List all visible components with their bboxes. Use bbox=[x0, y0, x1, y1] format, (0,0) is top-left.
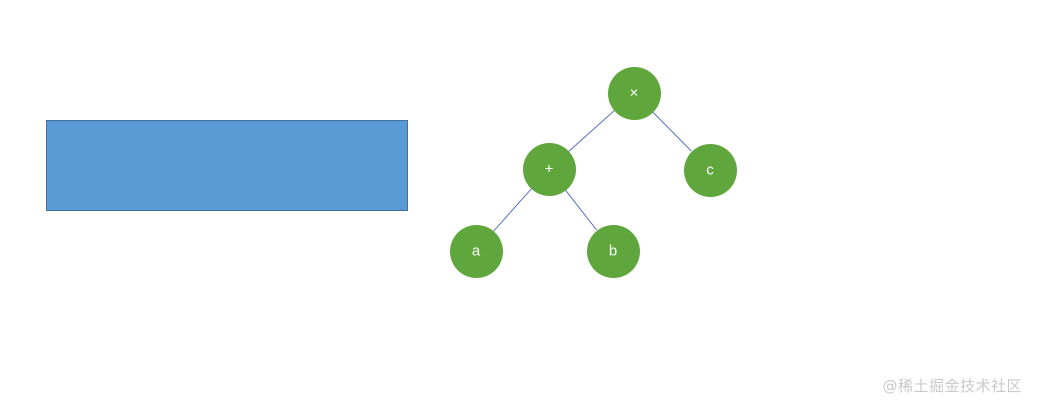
tree-node-label: c bbox=[706, 161, 714, 178]
tree-node-a[interactable]: a bbox=[449, 224, 503, 278]
tree-edge-root-c bbox=[652, 111, 692, 152]
tree-edge-plus-b bbox=[564, 189, 598, 231]
tree-edge-plus-a bbox=[493, 188, 532, 232]
blue-rectangle[interactable] bbox=[46, 120, 408, 211]
watermark: @稀土掘金技术社区 bbox=[882, 377, 1022, 395]
tree-node-plus[interactable]: + bbox=[522, 142, 576, 196]
tree-node-label: × bbox=[629, 84, 639, 101]
tree-node-c[interactable]: c bbox=[683, 143, 737, 197]
tree-node-label: + bbox=[544, 160, 554, 177]
tree-node-label: b bbox=[608, 242, 618, 259]
tree-node-label: a bbox=[471, 242, 481, 259]
tree-node-root-multiply[interactable]: × bbox=[607, 66, 661, 120]
tree-edge-root-plus bbox=[568, 110, 615, 152]
tree-node-b[interactable]: b bbox=[586, 224, 640, 278]
